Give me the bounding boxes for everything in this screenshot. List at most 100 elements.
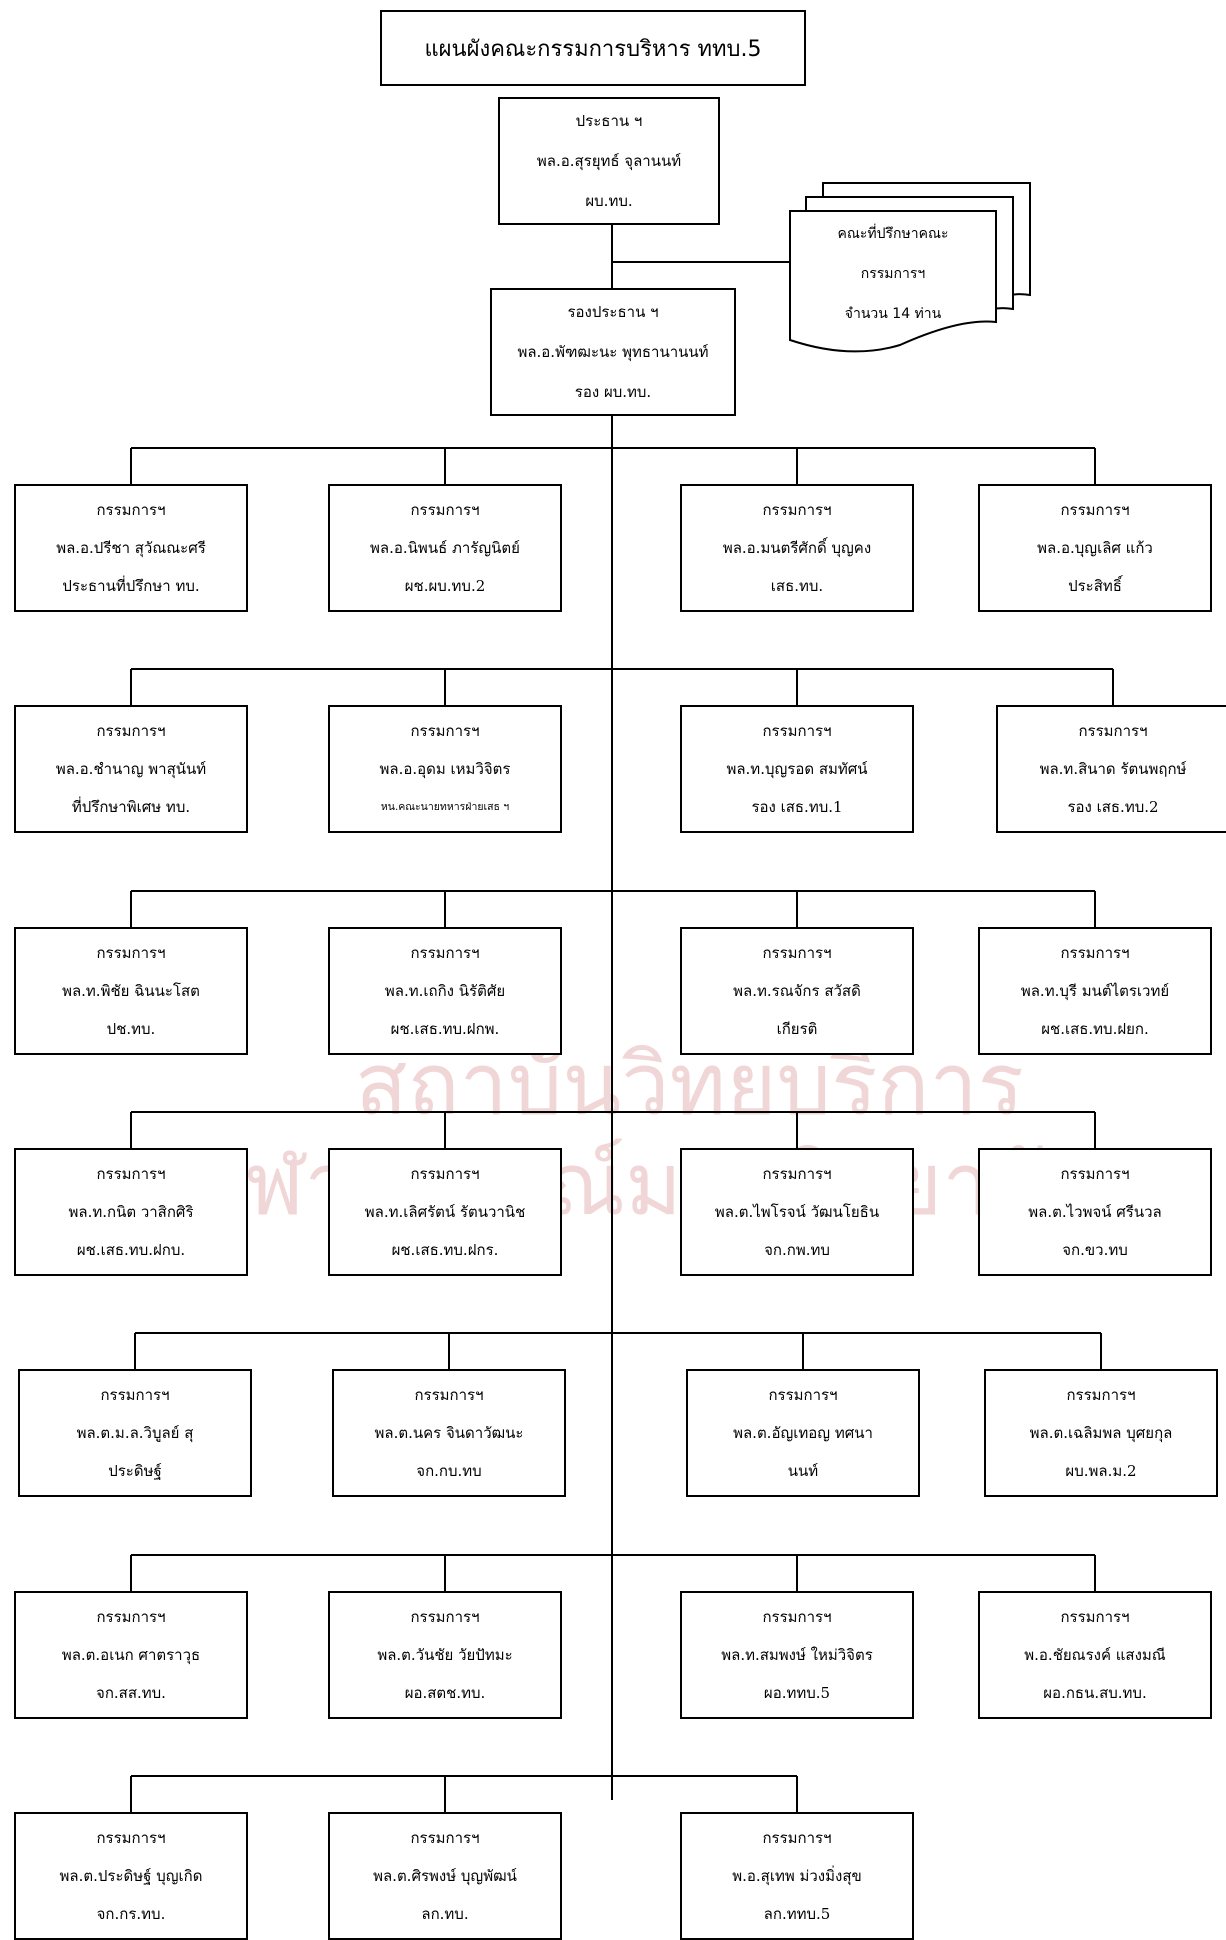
member-name: พล.ต.นคร จินดาวัฒนะ (374, 1424, 524, 1442)
member-position: ผช.เสธ.ทบ.ฝกบ. (76, 1241, 186, 1259)
member-position: รอง เสธ.ทบ.1 (751, 798, 843, 816)
advisors-line-3: จำนวน 14 ท่าน (844, 306, 942, 322)
member-role: กรรมการฯ (1078, 722, 1148, 740)
member-name: พล.ท.เลิศรัตน์ รัตนวานิช (364, 1203, 526, 1221)
vice-chairman-position: รอง ผบ.ทบ. (574, 383, 652, 401)
member-position: ประธานที่ปรึกษา ทบ. (62, 577, 200, 595)
committee-member-box: กรรมการฯพล.ท.สมพงษ์ ใหม่วิจิตรผอ.ททบ.5 (680, 1591, 914, 1719)
chairman-position: ผบ.ทบ. (585, 192, 633, 210)
advisors-line-2: กรรมการฯ (860, 266, 926, 282)
member-role: กรรมการฯ (410, 722, 480, 740)
member-name: พล.ต.ไพโรจน์ วัฒนโยธิน (714, 1203, 880, 1221)
member-role: กรรมการฯ (96, 1829, 166, 1847)
vice-chairman-box: รองประธาน ฯ พล.อ.พัฑฒะนะ พุทธานานนท์ รอง… (490, 288, 736, 416)
member-name: พล.ท.บุรี มนต์ไตรเวทย์ (1020, 982, 1170, 1000)
member-name: พล.ต.อเนก ศาตราวุธ (61, 1646, 201, 1664)
advisor-document-stack-icon (789, 182, 1031, 353)
member-name: พ.อ.ชัยณรงค์ แสงมณี (1024, 1646, 1166, 1664)
committee-member-box: กรรมการฯพล.ท.บุรี มนต์ไตรเวทย์ผช.เสธ.ทบ.… (978, 927, 1212, 1055)
member-position: นนท์ (787, 1462, 819, 1480)
member-position: ผช.เสธ.ทบ.ฝกพ. (390, 1020, 500, 1038)
vice-chairman-name: พล.อ.พัฑฒะนะ พุทธานานนท์ (517, 343, 709, 361)
member-role: กรรมการฯ (414, 1386, 484, 1404)
committee-member-box: กรรมการฯพล.อ.ปรีชา สุวัณณะศรีประธานที่ปร… (14, 484, 248, 612)
advisors-line-1: คณะที่ปรึกษาคณะ (837, 226, 949, 242)
member-name: พล.ต.ศิรพงษ์ บุญพัฒน์ (373, 1867, 517, 1885)
committee-member-box: กรรมการฯพล.อ.อุดม เหมวิจิตรหน.คณะนายทหาร… (328, 705, 562, 833)
committee-member-box: กรรมการฯพล.ต.นคร จินดาวัฒนะจก.กบ.ทบ (332, 1369, 566, 1497)
member-name: พล.ท.กนิต วาสิกศิริ (68, 1203, 194, 1221)
member-role: กรรมการฯ (1060, 1165, 1130, 1183)
member-position: ที่ปรึกษาพิเศษ ทบ. (71, 798, 191, 816)
member-role: กรรมการฯ (410, 1165, 480, 1183)
member-role: กรรมการฯ (762, 944, 832, 962)
member-position: ลก.ททบ.5 (763, 1905, 831, 1923)
member-name: พล.ต.วันชัย วัยปัทมะ (377, 1646, 513, 1664)
member-name: พล.ต.ไวพจน์ ศรีนวล (1028, 1203, 1162, 1221)
member-position: ผอ.ททบ.5 (763, 1684, 831, 1702)
member-role: กรรมการฯ (1060, 1608, 1130, 1626)
member-position: ลก.ทบ. (421, 1905, 469, 1923)
chairman-role: ประธาน ฯ (575, 112, 643, 130)
member-name: พล.อ.มนตรีศักดิ์ บุญคง (722, 539, 872, 557)
member-role: กรรมการฯ (410, 944, 480, 962)
member-name: พล.อ.อุดม เหมวิจิตร (379, 760, 511, 778)
committee-member-box: กรรมการฯพล.ท.พิชัย ฉินนะโสตปช.ทบ. (14, 927, 248, 1055)
member-role: กรรมการฯ (1066, 1386, 1136, 1404)
member-position: จก.สส.ทบ. (96, 1684, 166, 1702)
committee-member-box: กรรมการฯพล.ต.ศิรพงษ์ บุญพัฒน์ลก.ทบ. (328, 1812, 562, 1940)
member-position: ผช.เสธ.ทบ.ฝกร. (391, 1241, 499, 1259)
member-role: กรรมการฯ (96, 1608, 166, 1626)
member-position: เสธ.ทบ. (770, 577, 824, 595)
member-name: พล.ต.อัญเทอญ ทศนา (733, 1424, 873, 1442)
member-role: กรรมการฯ (410, 501, 480, 519)
committee-member-box: กรรมการฯพล.ท.รณจักร สวัสดิเกียรติ (680, 927, 914, 1055)
member-position: ผช.เสธ.ทบ.ฝยก. (1041, 1020, 1149, 1038)
member-name: พล.ต.เฉลิมพล บุศยกุล (1029, 1424, 1173, 1442)
committee-member-box: กรรมการฯพล.ต.ม.ล.วิบูลย์ สุประดิษฐ์ (18, 1369, 252, 1497)
member-position: จก.กบ.ทบ (416, 1462, 482, 1480)
committee-member-box: กรรมการฯพล.ต.ประดิษฐ์ บุญเกิดจก.กร.ทบ. (14, 1812, 248, 1940)
member-role: กรรมการฯ (96, 1165, 166, 1183)
committee-member-box: กรรมการฯพล.ต.วันชัย วัยปัทมะผอ.สตช.ทบ. (328, 1591, 562, 1719)
member-role: กรรมการฯ (410, 1608, 480, 1626)
committee-member-box: กรรมการฯพล.ต.เฉลิมพล บุศยกุลผบ.พล.ม.2 (984, 1369, 1218, 1497)
committee-member-box: กรรมการฯพล.ต.ไพโรจน์ วัฒนโยธินจก.กพ.ทบ (680, 1148, 914, 1276)
committee-member-box: กรรมการฯพล.อ.ชำนาญ พาสุนันท์ที่ปรึกษาพิเ… (14, 705, 248, 833)
member-role: กรรมการฯ (96, 501, 166, 519)
member-position: หน.คณะนายทหารฝ่ายเสธ ฯ (380, 801, 510, 813)
member-name: พล.อ.บุญเลิศ แก้ว (1037, 539, 1153, 557)
member-position: ประดิษฐ์ (108, 1462, 162, 1480)
member-role: กรรมการฯ (96, 722, 166, 740)
member-role: กรรมการฯ (100, 1386, 170, 1404)
member-role: กรรมการฯ (762, 1165, 832, 1183)
chart-title: แผนผังคณะกรรมการบริหาร ททบ.5 (380, 10, 806, 86)
member-position: ผช.ผบ.ทบ.2 (404, 577, 486, 595)
member-position: เกียรติ (776, 1020, 818, 1038)
member-name: พล.ท.บุญรอด สมทัศน์ (726, 760, 868, 778)
member-role: กรรมการฯ (762, 722, 832, 740)
member-role: กรรมการฯ (762, 1608, 832, 1626)
committee-member-box: กรรมการฯพล.อ.บุญเลิศ แก้วประสิทธิ์ (978, 484, 1212, 612)
member-position: จก.กร.ทบ. (96, 1905, 166, 1923)
member-name: พล.ท.เถกิง นิรัติศัย (384, 982, 506, 1000)
committee-member-box: กรรมการฯพล.ต.ไวพจน์ ศรีนวลจก.ขว.ทบ (978, 1148, 1212, 1276)
member-name: พล.อ.ปรีชา สุวัณณะศรี (56, 539, 206, 557)
member-position: ผอ.สตช.ทบ. (404, 1684, 486, 1702)
member-role: กรรมการฯ (1060, 501, 1130, 519)
member-name: พล.ท.สมพงษ์ ใหม่วิจิตร (721, 1646, 873, 1664)
member-position: ผอ.กธน.สบ.ทบ. (1043, 1684, 1147, 1702)
committee-member-box: กรรมการฯพล.ต.อเนก ศาตราวุธจก.สส.ทบ. (14, 1591, 248, 1719)
committee-member-box: กรรมการฯพล.อ.มนตรีศักดิ์ บุญคงเสธ.ทบ. (680, 484, 914, 612)
chairman-box: ประธาน ฯ พล.อ.สุรยุทธ์ จุลานนท์ ผบ.ทบ. (498, 97, 720, 225)
member-role: กรรมการฯ (1060, 944, 1130, 962)
member-role: กรรมการฯ (410, 1829, 480, 1847)
member-name: พล.ท.รณจักร สวัสดิ (733, 982, 861, 1000)
member-name: พล.อ.นิพนธ์ ภารัญนิตย์ (370, 539, 520, 557)
member-position: รอง เสธ.ทบ.2 (1067, 798, 1159, 816)
committee-member-box: กรรมการฯพ.อ.สุเทพ ม่วงมิ่งสุขลก.ททบ.5 (680, 1812, 914, 1940)
advisors-text: คณะที่ปรึกษาคณะ กรรมการฯ จำนวน 14 ท่าน (790, 214, 996, 334)
member-role: กรรมการฯ (762, 1829, 832, 1847)
committee-member-box: กรรมการฯพล.อ.นิพนธ์ ภารัญนิตย์ผช.ผบ.ทบ.2 (328, 484, 562, 612)
